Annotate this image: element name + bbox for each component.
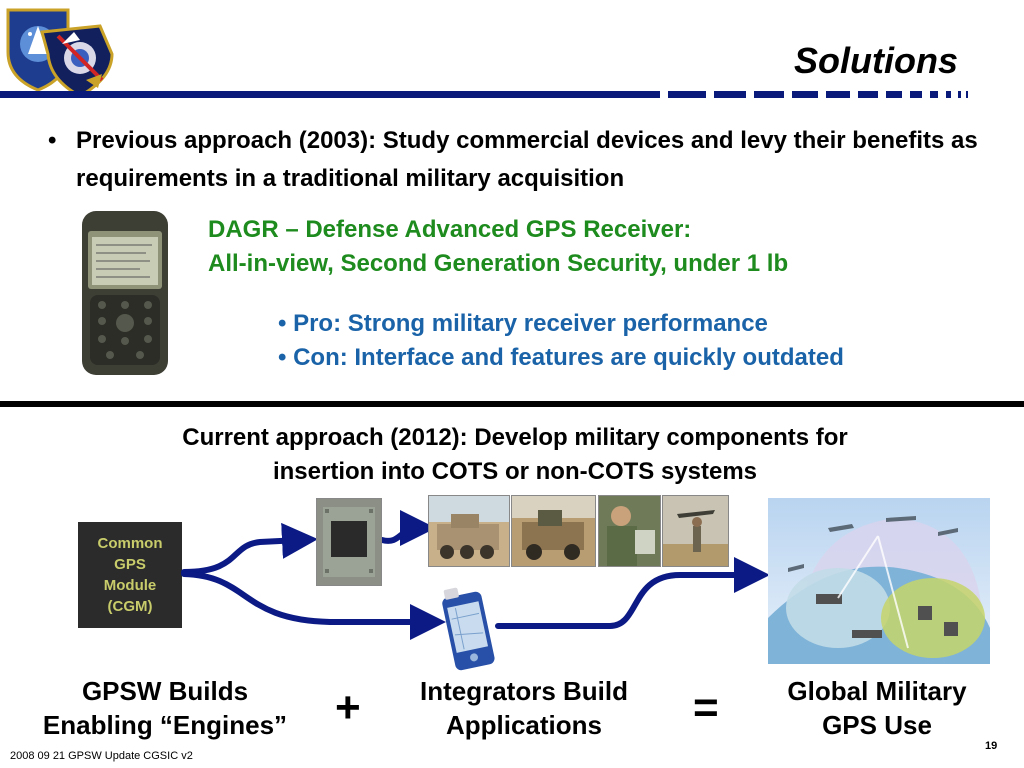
integrators-build-line2: Applications xyxy=(445,710,602,740)
dagr-heading-line2: All-in-view, Second Generation Security,… xyxy=(208,250,789,277)
current-approach-line2: insertion into COTS or non-COTS systems xyxy=(272,458,758,485)
title-rule-dash xyxy=(930,91,938,98)
title-rule-dash xyxy=(714,91,746,98)
cgm-line3: Module xyxy=(103,577,157,594)
arrow-cgm-to-chip xyxy=(181,522,318,575)
uav-launch-photo xyxy=(662,495,729,567)
cgm-line4: (CGM) xyxy=(107,598,153,615)
previous-approach-text: Previous approach (2003): Study commerci… xyxy=(76,127,978,192)
gpsw-builds-line2: Enabling “Engines” xyxy=(42,710,288,740)
handheld-gps-image xyxy=(442,587,495,671)
footer-text: 2008 09 21 GPSW Update CGSIC v2 xyxy=(10,750,193,762)
bullet-dot: • xyxy=(48,127,57,154)
armored-vehicle-photo xyxy=(428,495,510,567)
title-rule-dash xyxy=(826,91,850,98)
integrators-build-label: Integrators Build Applications xyxy=(394,674,654,742)
air-force-space-command-logo xyxy=(6,8,114,98)
cgm-line2: GPS xyxy=(114,556,146,573)
con-item: • Con: Interface and features are quickl… xyxy=(278,344,844,371)
gpsw-builds-line1: GPSW Builds xyxy=(81,676,249,706)
dagr-heading: DAGR – Defense Advanced GPS Receiver: Al… xyxy=(208,213,788,281)
global-gps-illustration xyxy=(768,498,990,664)
page-number: 19 xyxy=(985,740,998,752)
title-rule-dash xyxy=(958,91,961,98)
title-rule-dash xyxy=(754,91,784,98)
slide-title: Solutions xyxy=(794,40,958,81)
title-rule xyxy=(0,91,660,98)
title-rule-dash xyxy=(946,91,951,98)
global-military-line2: GPS Use xyxy=(822,710,932,740)
dagr-device-image xyxy=(82,211,168,375)
integrators-build-line1: Integrators Build xyxy=(419,676,628,706)
title-rule-dash xyxy=(886,91,902,98)
pro-item: • Pro: Strong military receiver performa… xyxy=(278,310,768,337)
dagr-heading-line1: DAGR – Defense Advanced GPS Receiver: xyxy=(208,216,692,243)
soldier-radio-photo xyxy=(598,495,661,567)
pro-con-list: • Pro: Strong military receiver performa… xyxy=(278,307,844,375)
title-rule-dash xyxy=(966,91,968,98)
global-military-line1: Global Military xyxy=(787,676,967,706)
title-rule-dash xyxy=(910,91,922,98)
arrow-cgm-to-handheld xyxy=(181,571,446,640)
gps-chip-image xyxy=(316,498,382,586)
global-military-label: Global Military GPS Use xyxy=(762,674,992,742)
title-rule-dash xyxy=(858,91,878,98)
cgm-line1: Common xyxy=(97,535,163,552)
equals-sign: = xyxy=(693,683,719,732)
section-divider xyxy=(0,401,1024,407)
cgm-module-box: Common GPS Module (CGM) xyxy=(78,522,182,628)
humvee-photo xyxy=(511,495,596,567)
title-rule-dash xyxy=(668,91,706,98)
current-approach-heading: Current approach (2012): Develop militar… xyxy=(0,421,1024,489)
current-approach-line1: Current approach (2012): Develop militar… xyxy=(182,424,848,451)
previous-approach-bullet: • Previous approach (2003): Study commer… xyxy=(48,122,978,198)
arrow-chip-to-vehicles xyxy=(379,510,436,547)
title-rule-dash xyxy=(792,91,818,98)
gpsw-builds-label: GPSW Builds Enabling “Engines” xyxy=(20,674,310,742)
arrow-handheld-to-globe xyxy=(495,557,770,629)
plus-sign: + xyxy=(335,683,361,732)
